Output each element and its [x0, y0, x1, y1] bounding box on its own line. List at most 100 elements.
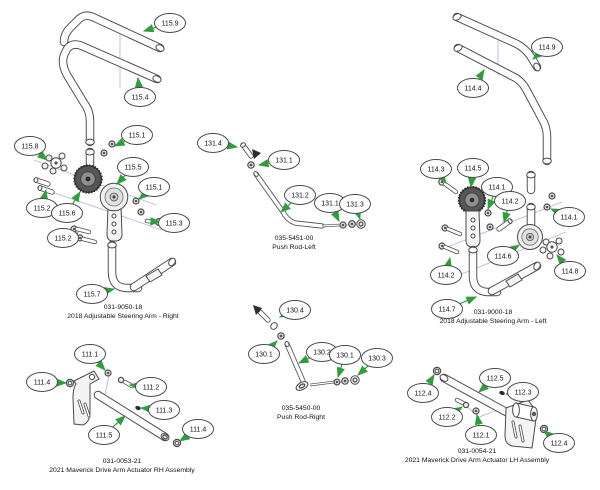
callout-130.1: 130.1 [329, 345, 361, 379]
callout-label: 114.5 [465, 165, 482, 172]
callout-114.3: 114.3 [420, 159, 452, 184]
callout-label: 111.1 [82, 351, 99, 358]
clamp-pin [496, 218, 513, 232]
callout-label: 114.9 [539, 44, 556, 51]
callout-bubble [494, 191, 526, 211]
callout-bubble [14, 136, 46, 156]
callout-label: 114.1 [561, 214, 578, 221]
callout-label: 115.7 [84, 291, 101, 298]
callout-114.2: 114.2 [430, 256, 462, 285]
leader-arrow [556, 254, 567, 266]
callout-label: 114.6 [495, 253, 512, 260]
handlebar-tubes [452, 12, 552, 166]
callout-bubble [361, 348, 393, 368]
leader-arrow [487, 195, 496, 211]
leader-arrow [134, 76, 144, 88]
assembly-title: 2018 Adjustable Steering Arm - Right [67, 313, 179, 320]
callout-115.3: 115.3 [150, 213, 190, 233]
leader-arrow [297, 355, 311, 364]
callout-label: 111.5 [96, 432, 113, 439]
callout-bubble [329, 345, 361, 365]
callout-bubble [531, 37, 563, 57]
callout-bubble [431, 407, 463, 427]
leader-arrow [437, 172, 447, 184]
callout-112.4: 112.4 [543, 430, 575, 453]
callout-115.1: 115.1 [113, 125, 153, 147]
leader-arrow [475, 68, 485, 81]
callout-114.6: 114.6 [487, 244, 520, 266]
callout-label: 114.3 [428, 166, 445, 173]
callout-label: 115.9 [162, 20, 179, 27]
actuator-mount-block [504, 399, 538, 449]
assembly-title: Push Rod-Left [272, 244, 316, 251]
star-knob [41, 152, 68, 175]
clamp-pins [33, 177, 55, 195]
callout-bubble [248, 344, 280, 364]
set-screw [135, 405, 141, 411]
assembly-labels: 031-9050-18 2018 Adjustable Steering Arm… [49, 235, 549, 474]
callout-115.2: 115.2 [47, 228, 80, 248]
steering-arm-right-drawing [33, 11, 177, 293]
callout-bubble [148, 400, 180, 420]
leader-arrow [179, 432, 191, 442]
callout-111.1: 111.1 [74, 344, 106, 371]
leader-arrow [502, 210, 511, 224]
callout-bubble [124, 87, 156, 107]
shoulder-bolt [438, 178, 459, 195]
end-cap [172, 438, 182, 448]
callout-131.4: 131.4 [197, 133, 239, 153]
assembly-title: 2021 Maverick Drive Arm Actuator RH Asse… [49, 467, 195, 474]
callout-130.4: 130.4 [278, 300, 311, 320]
leader-arrow [142, 24, 157, 33]
callout-label: 131.1 [275, 157, 293, 164]
lower-elbow-tube [468, 245, 542, 297]
guide-line [45, 189, 163, 231]
leader-arrow [467, 177, 477, 189]
callout-label: 115.4 [132, 94, 149, 101]
adjustment-gear [457, 185, 487, 248]
assembly-title: Push Rod-Right [277, 414, 325, 421]
drive-arm-lh-drawing [432, 366, 549, 449]
leader-arrow [459, 296, 478, 305]
leader-arrow [451, 406, 463, 416]
drive-arm-rh-drawing [65, 369, 182, 448]
callout-bubble [26, 372, 58, 392]
callout-bubble [121, 125, 153, 145]
callout-112.2: 112.2 [431, 406, 463, 427]
leader-arrow [443, 256, 452, 269]
callout-112.4: 112.4 [407, 373, 439, 403]
callout-label: 114.1 [489, 184, 506, 191]
callout-bubble [268, 150, 300, 170]
callout-label: 130.1 [255, 351, 273, 358]
callout-bubble [154, 13, 186, 33]
assembly-title: 2018 Adjustable Steering Arm - Left [440, 318, 547, 325]
pivot-disc [517, 224, 543, 250]
callout-114.4: 114.4 [457, 68, 489, 98]
callout-bubble [457, 78, 489, 98]
jam-nut-hole [279, 334, 283, 338]
callout-bubble [88, 425, 120, 445]
callout-bubble [553, 207, 585, 227]
callout-111.3: 111.3 [139, 400, 180, 420]
callout-bubble [279, 300, 311, 320]
callout-112.1: 112.1 [465, 413, 497, 445]
callout-label: 111.4 [34, 379, 51, 386]
callout-label: 130.3 [368, 355, 386, 362]
callout-label: 114.2 [438, 272, 455, 279]
bushing [65, 378, 75, 388]
socket-bolts [438, 224, 463, 255]
leader-arrow [71, 190, 81, 205]
leader-arrow [280, 202, 292, 213]
callout-label: 112.5 [487, 375, 504, 382]
ball-joint-end [253, 305, 278, 330]
steering-arm-left-drawing [438, 12, 567, 297]
leader-arrow [357, 365, 369, 376]
leader-arrow [36, 150, 48, 161]
callout-112.3: 112.3 [504, 382, 539, 402]
callouts-steering-arm-right: 115.9115.4115.1115.8115.5115.1115.2115.6… [14, 13, 190, 304]
callout-bubble [420, 159, 452, 179]
pivot-disc-arm [99, 182, 129, 242]
callout-115.4: 115.4 [124, 76, 156, 107]
